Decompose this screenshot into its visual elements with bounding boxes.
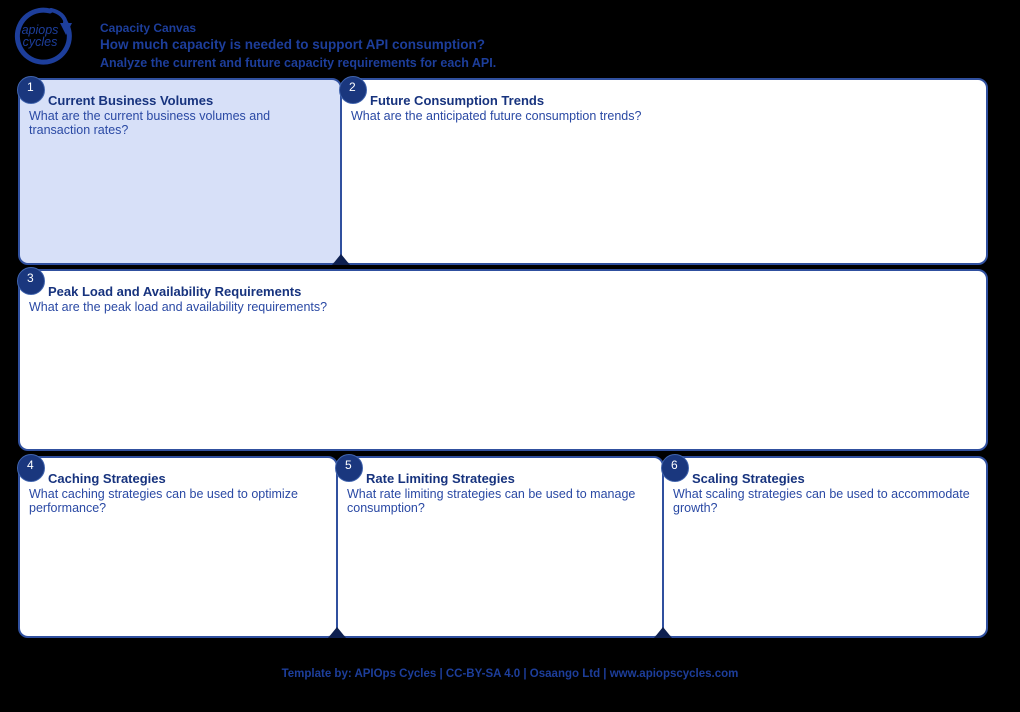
section-title: Rate Limiting Strategies [366,471,515,486]
section-question: What caching strategies can be used to o… [29,487,298,515]
logo-arrow-tail [49,8,68,26]
canvas-subtitle: How much capacity is needed to support A… [100,37,486,52]
section-number-badge: 6 [661,454,689,482]
canvas-title: Capacity Canvas [100,21,197,35]
section-number-badge: 3 [17,267,45,295]
divider-notch-icon [332,254,350,265]
section-title: Caching Strategies [48,471,166,486]
logo-cycle-arc [14,7,72,65]
section-question: What scaling strategies can be used to a… [673,487,970,515]
section-question: What are the peak load and availability … [29,300,328,314]
section-number-badge: 4 [17,454,45,482]
logo-arrow-head-icon [60,23,72,35]
logo-text-line2: cycles [23,35,58,49]
section-caching-strategies[interactable]: 4 Caching Strategies What caching strate… [17,454,338,638]
section-title: Scaling Strategies [692,471,805,486]
canvas-description: Analyze the current and future capacity … [100,56,497,70]
section-number-badge: 2 [339,76,367,104]
logo-text-line1: apiops [22,23,59,37]
section-peak-load-availability[interactable]: 3 Peak Load and Availability Requirement… [17,267,988,451]
template-credit: Template by: APIOps Cycles | CC-BY-SA 4.… [281,668,739,680]
section-question: What are the current business volumes an… [29,109,271,137]
divider-notch-icon [654,627,672,638]
section-scaling-strategies[interactable]: 6 Scaling Strategies What scaling strate… [661,454,988,638]
section-future-consumption-trends[interactable]: 2 Future Consumption Trends What are the… [339,76,988,265]
section-title: Current Business Volumes [48,93,214,108]
section-title: Future Consumption Trends [370,93,545,108]
divider-notch-icon [328,627,346,638]
section-number-badge: 1 [17,76,45,104]
section-current-business-volumes[interactable]: 1 Current Business Volumes What are the … [17,76,342,265]
section-question: What are the anticipated future consumpt… [351,109,642,123]
section-title: Peak Load and Availability Requirements [48,284,302,299]
section-number-badge: 5 [335,454,363,482]
section-question: What rate limiting strategies can be use… [347,487,636,515]
apiops-cycles-logo: apiops cycles [14,7,72,65]
section-rate-limiting-strategies[interactable]: 5 Rate Limiting Strategies What rate lim… [335,454,664,638]
